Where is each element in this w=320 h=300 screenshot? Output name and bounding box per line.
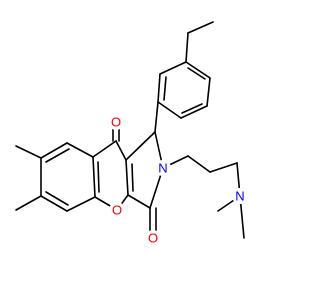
bond [125, 131, 156, 161]
bond [209, 162, 238, 173]
bond [92, 140, 117, 158]
atom-ketone-oxygen: O [108, 114, 124, 130]
atom-label-layer: O O O N N [108, 114, 248, 246]
bond [125, 159, 129, 196]
bond [66, 142, 94, 158]
structure-svg: O O O N N [15, 21, 248, 246]
lactam-nitrogen-label: N [158, 161, 167, 176]
bond [115, 140, 127, 161]
bond [131, 163, 134, 192]
bond [157, 101, 182, 119]
amine-nitrogen-label: N [235, 189, 244, 204]
bond [157, 73, 161, 103]
bond [15, 145, 42, 159]
bond [154, 101, 159, 133]
bond [92, 156, 96, 198]
bond [180, 105, 208, 119]
bond [187, 67, 206, 80]
bond [66, 196, 96, 212]
bond [40, 142, 68, 159]
lactam-oxygen-label: O [148, 231, 158, 246]
bond [127, 194, 151, 209]
ketone-oxygen-label: O [111, 115, 121, 130]
bond [163, 76, 167, 101]
bond [185, 32, 189, 63]
bond [45, 191, 69, 206]
ring-oxygen-label: O [112, 203, 122, 218]
bond-layer [15, 21, 245, 239]
atom-amine-nitrogen: N [232, 188, 248, 204]
atom-lactam-nitrogen: N [155, 160, 171, 176]
bond [181, 103, 203, 114]
bond [159, 61, 187, 75]
atom-lactam-oxygen: O [145, 230, 161, 246]
bond [40, 195, 68, 212]
molecule-structure-diagram: O O O N N [15, 21, 248, 246]
bond [45, 148, 70, 163]
bond [187, 155, 211, 173]
bond [185, 61, 211, 79]
bond [15, 195, 42, 211]
atom-ring-oxygen: O [109, 202, 125, 218]
bond [206, 77, 211, 107]
bond [187, 21, 214, 34]
bond [97, 161, 100, 193]
